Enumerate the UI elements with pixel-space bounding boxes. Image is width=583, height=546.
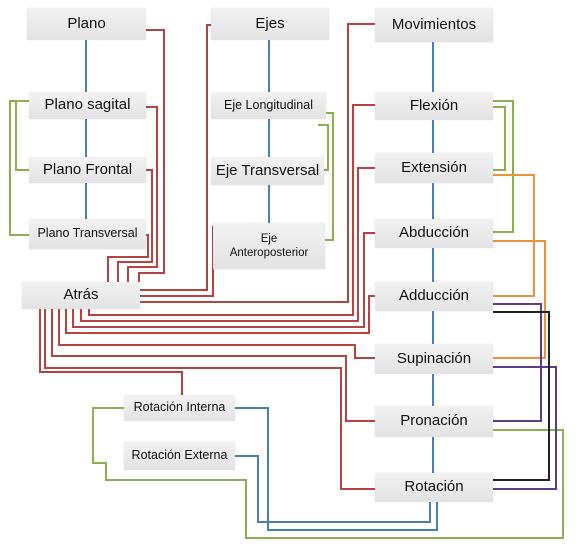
node-plano-transversal: Plano Transversal [29, 219, 146, 249]
node-aduccion: Adducción [375, 282, 493, 311]
eje-anteroposterior-line1: Eje [260, 232, 278, 245]
node-plano-frontal: Plano Frontal [29, 157, 146, 183]
node-rotacion-externa: Rotación Externa [124, 442, 235, 470]
node-eje-longitudinal: Eje Longitudinal [211, 92, 326, 119]
node-rotacion: Rotación [375, 473, 493, 502]
orange-connectors [493, 174, 546, 359]
node-supinacion: Supinación [375, 344, 493, 374]
node-eje-transversal: Eje Transversal [211, 157, 324, 185]
node-flexion: Flexión [375, 92, 493, 120]
node-plano: Plano [27, 8, 146, 40]
back-button[interactable]: Atrás [22, 282, 140, 309]
node-plano-sagital: Plano sagital [29, 92, 146, 119]
black-connectors [493, 311, 550, 481]
purple-connectors [493, 303, 557, 490]
green-connectors [9, 100, 564, 539]
node-abduccion: Abducción [375, 219, 493, 248]
blue-connectors [85, 40, 438, 531]
node-pronacion: Pronación [375, 406, 493, 437]
node-extension: Extensión [375, 153, 493, 183]
eje-anteroposterior-line2: Anteroposterior [229, 247, 309, 259]
node-ejes: Ejes [211, 8, 329, 40]
node-eje-anteroposterior: Eje Anteroposterior [213, 223, 325, 269]
node-movimientos: Movimientos [375, 8, 493, 42]
node-rotacion-interna: Rotación Interna [124, 395, 235, 421]
